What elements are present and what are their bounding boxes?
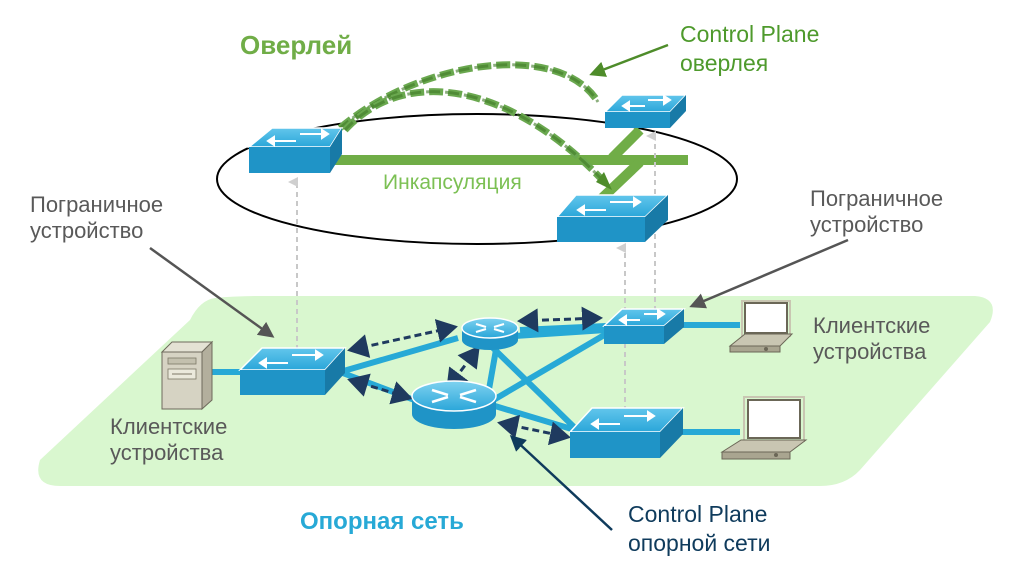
edge-device-right-label: Пограничное устройство [810, 186, 943, 238]
underlay-router-top [461, 317, 519, 350]
laptop-icon-top [728, 300, 794, 353]
overlay-control-plane-arcs [337, 61, 612, 190]
edge-device-left-line1: Пограничное [30, 192, 164, 217]
edge-device-left-line2: устройство [30, 218, 144, 243]
pointer-edge-device-right [689, 238, 849, 309]
encapsulation-label: Инкапсуляция [383, 171, 522, 194]
underlay-switch-right-top [602, 308, 687, 344]
overlay-switch-left [246, 127, 344, 173]
edge-device-left-label: Пограничное устройство [30, 192, 163, 244]
overlay-control-plane-line2: оверлея [680, 50, 769, 76]
overlay-control-plane-label: Control Plane оверлея [680, 20, 819, 78]
clients-right-label: Клиентские устройства [813, 313, 930, 365]
server-icon [160, 340, 214, 411]
clients-left-line2: устройства [110, 440, 224, 465]
edge-device-right-line1: Пограничное [810, 186, 944, 211]
underlay-control-plane-line2: опорной сети [628, 530, 771, 556]
underlay-control-plane-line1: Control Plane [628, 501, 768, 527]
overlay-ellipse [216, 113, 738, 245]
pointer-edge-device-left [149, 246, 275, 338]
clients-right-line2: устройства [813, 339, 927, 364]
laptop-icon-bottom [720, 396, 808, 460]
underlay-title: Опорная сеть [300, 508, 464, 535]
clients-left-label: Клиентские устройства [110, 414, 227, 466]
clients-left-line1: Клиентские [110, 414, 228, 439]
underlay-switch-left [238, 347, 347, 395]
overlay-title: Оверлей [240, 30, 353, 60]
pointer-underlay-control-plane [509, 434, 613, 531]
underlay-router-center [411, 380, 497, 429]
clients-right-line1: Клиентские [813, 313, 931, 338]
overlay-switch-bottom-right [555, 194, 670, 242]
encapsulation-tunnels [330, 126, 688, 204]
underlay-control-plane-label: Control Plane опорной сети [628, 500, 770, 558]
pointer-overlay-control-plane [589, 43, 669, 77]
overlay-switch-top-right [603, 94, 688, 128]
overlay-control-plane-line1: Control Plane [680, 21, 820, 47]
underlay-switch-right-bottom [568, 407, 685, 458]
underlay-control-plane-arrows [347, 306, 603, 446]
edge-device-right-line2: устройство [810, 212, 924, 237]
